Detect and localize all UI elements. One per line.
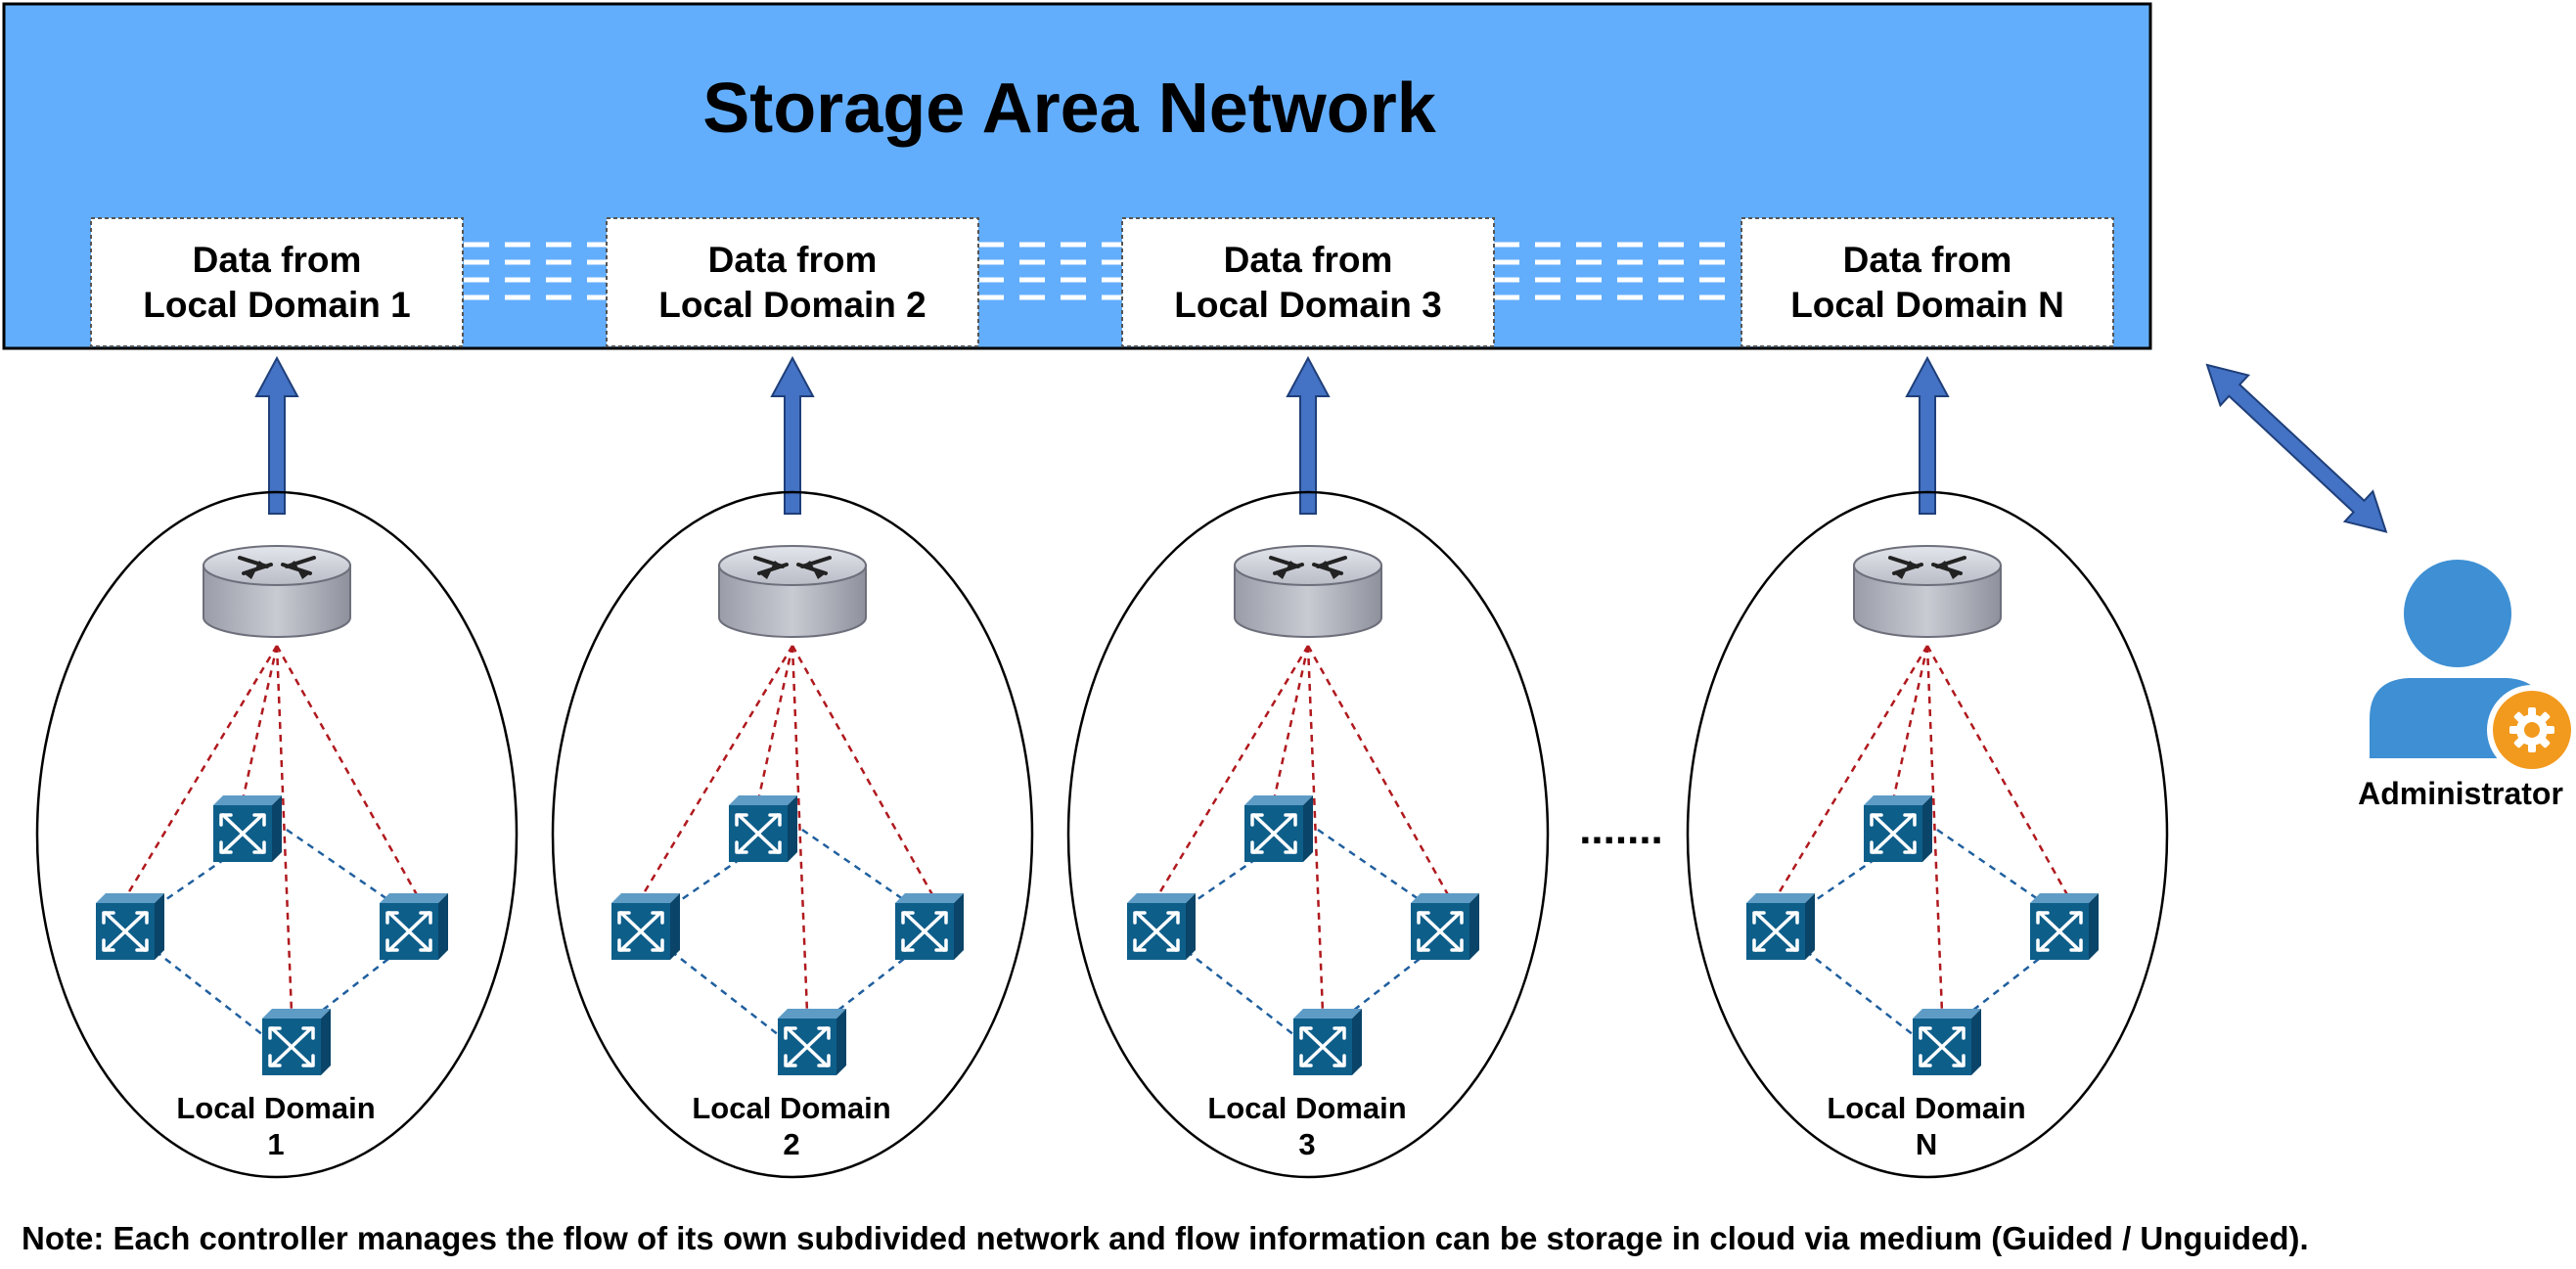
administrator-icon xyxy=(2370,560,2576,775)
san-box-3-line1: Data from xyxy=(1224,240,1393,280)
uplink-arrows xyxy=(254,355,1950,515)
domain-boundary xyxy=(551,490,1034,1179)
san-box-n: Data from Local Domain N xyxy=(1740,217,2114,347)
domain-label-2: Local Domain xyxy=(692,1091,890,1125)
san-box-2-line1: Data from xyxy=(708,240,878,280)
san-title: Storage Area Network xyxy=(702,69,1437,148)
san-box-n-line1: Data from xyxy=(1843,240,2012,280)
uplink-arrow-3 xyxy=(1286,355,1331,515)
domain-boundary xyxy=(1066,490,1550,1179)
admin-link-arrow xyxy=(2205,363,2388,533)
san-box-interconnects xyxy=(464,242,1741,300)
router-icon xyxy=(202,544,352,639)
san-box-1-line1: Data from xyxy=(193,240,362,280)
switch-icon xyxy=(1911,1007,1983,1077)
switch-icon xyxy=(1125,891,1198,962)
local-domain-n: Local Domain N xyxy=(1686,490,2169,1179)
switch-icon xyxy=(94,891,166,962)
domain-ellipsis: ....... xyxy=(1579,805,1663,853)
san-box-1: Data from Local Domain 1 xyxy=(90,217,464,347)
domain-label-n: Local Domain xyxy=(1827,1091,2025,1125)
switch-icon xyxy=(378,891,450,962)
san-box-3: Data from Local Domain 3 xyxy=(1121,217,1495,347)
domain-number-n: N xyxy=(1916,1127,1937,1161)
switch-icon xyxy=(776,1007,848,1077)
uplink-arrow-2 xyxy=(770,355,815,515)
switch-icon xyxy=(1409,891,1481,962)
san-box-3-line2: Local Domain 3 xyxy=(1174,285,1441,325)
switch-icon xyxy=(893,891,966,962)
domain-boundary xyxy=(1686,490,2169,1179)
local-domain-1: Local Domain 1 xyxy=(35,490,519,1179)
domain-number-3: 3 xyxy=(1298,1127,1315,1161)
domain-number-1: 1 xyxy=(267,1127,284,1161)
gear-icon xyxy=(2487,685,2576,775)
domain-boundary xyxy=(35,490,519,1179)
uplink-arrow-n xyxy=(1905,355,1950,515)
switch-icon xyxy=(610,891,682,962)
switch-icon xyxy=(260,1007,333,1077)
router-icon xyxy=(1852,544,2003,639)
domain-label-3: Local Domain xyxy=(1207,1091,1406,1125)
switch-icon xyxy=(727,793,799,864)
domain-label-1: Local Domain xyxy=(176,1091,375,1125)
san-box-1-line2: Local Domain 1 xyxy=(143,285,410,325)
san-box-2-line2: Local Domain 2 xyxy=(658,285,926,325)
switch-icon xyxy=(211,793,284,864)
switch-icon xyxy=(1243,793,1315,864)
local-domain-2: Local Domain 2 xyxy=(551,490,1034,1179)
switch-icon xyxy=(1862,793,1934,864)
footnote: Note: Each controller manages the flow o… xyxy=(22,1220,2309,1256)
local-domain-3: Local Domain 3 xyxy=(1066,490,1550,1179)
administrator-label: Administrator xyxy=(2358,776,2563,811)
switch-icon xyxy=(2028,891,2101,962)
router-icon xyxy=(717,544,868,639)
uplink-arrow-1 xyxy=(254,355,299,515)
router-icon xyxy=(1233,544,1383,639)
san-box-n-line2: Local Domain N xyxy=(1790,285,2064,325)
switch-icon xyxy=(1291,1007,1364,1077)
switch-icon xyxy=(1744,891,1817,962)
san-box-2: Data from Local Domain 2 xyxy=(606,217,979,347)
domain-number-2: 2 xyxy=(783,1127,799,1161)
